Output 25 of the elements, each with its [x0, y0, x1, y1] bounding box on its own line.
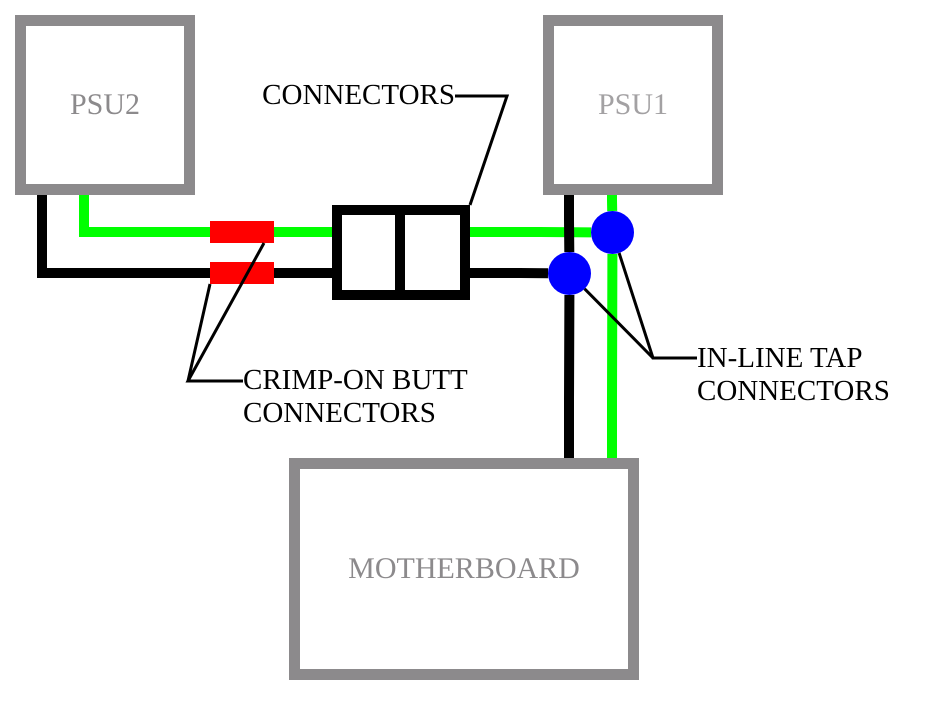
wire — [470, 227, 592, 238]
component-name: PSU2 — [70, 88, 140, 122]
component-name: PSU1 — [598, 88, 668, 122]
wire — [274, 268, 332, 278]
motherboard-box — [289, 458, 639, 680]
leader-line — [455, 94, 510, 206]
power-supply-box — [543, 15, 723, 195]
wire — [564, 294, 574, 458]
leader-line — [185, 242, 266, 382]
tap-connector — [548, 252, 590, 294]
callout-text: CRIMP-ON BUTT CONNECTORS — [243, 364, 470, 430]
callout-text: CONNECTORS — [262, 79, 455, 112]
wire — [564, 195, 574, 252]
wire — [37, 195, 210, 278]
tap-connector — [590, 210, 634, 254]
butt-connector — [210, 221, 274, 243]
butt-connector — [210, 262, 274, 284]
wire — [470, 268, 548, 278]
wire — [274, 227, 332, 237]
leader-line — [584, 288, 697, 360]
callout-text: IN-LINE TAP CONNECTORS — [697, 342, 892, 408]
power-supply-box — [15, 15, 195, 195]
component-name: MOTHERBOARD — [348, 552, 580, 586]
wire — [607, 254, 618, 458]
wire — [607, 195, 618, 212]
